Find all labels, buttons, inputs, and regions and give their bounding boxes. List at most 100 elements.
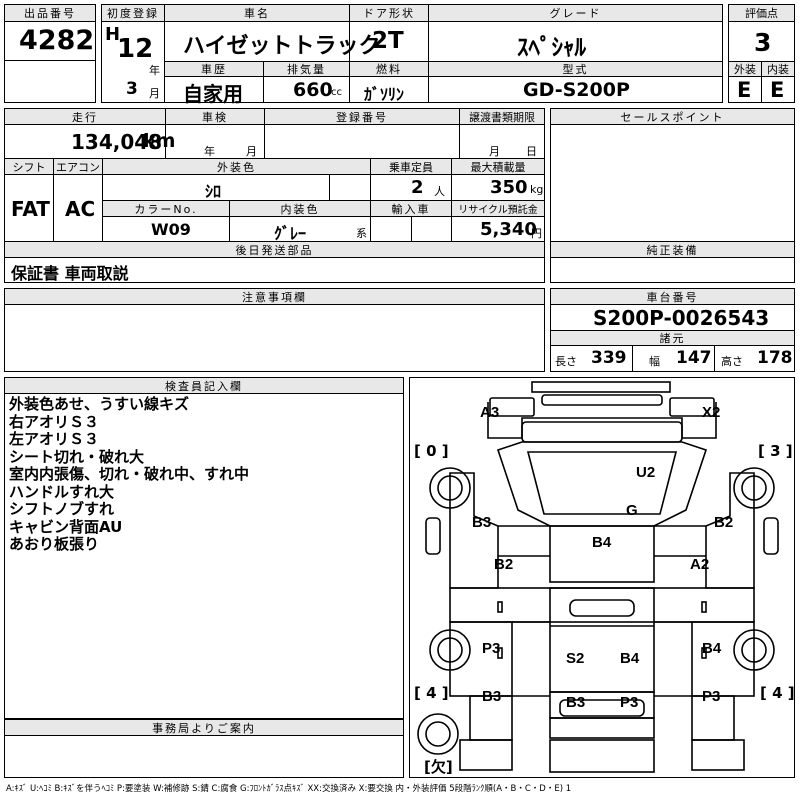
spare-tire-status: [欠] [424, 756, 453, 777]
exterior-label: 外装 [728, 61, 762, 77]
damage-mark: B2 [494, 556, 514, 573]
lot-number: 4282 [19, 25, 95, 56]
interior-label: 内装 [761, 61, 795, 77]
tailgate-outline [549, 717, 655, 739]
mileage-cell: 134,048 km [4, 124, 175, 159]
tire-rear-right-depth: [ 4 ] [760, 684, 795, 702]
height-cell: 高さ 178 [714, 345, 795, 372]
truck-diagram [417, 381, 779, 773]
recycle-cell: 5,340 円 [451, 216, 545, 242]
front-left-lamp-outline [489, 397, 535, 417]
front-right-lamp-outline [669, 397, 715, 417]
sales-point-cell [550, 124, 795, 242]
damage-mark: G [626, 502, 638, 519]
damage-mark: U2 [636, 464, 656, 481]
reg-year: 12 [117, 34, 154, 64]
lot-cell: 4282 [4, 21, 96, 61]
body-color-extra-cell [329, 174, 371, 201]
tire-front-left-depth: [ 0 ] [414, 442, 449, 460]
damage-mark: X2 [702, 404, 721, 421]
shift-value: FAT [11, 197, 50, 221]
car-name-cell: ハイゼットトラック [164, 21, 381, 62]
note-line: シート切れ・破れ大 [9, 447, 145, 466]
caution-label: 注意事項欄 [4, 288, 545, 305]
history-label: 車歴 [164, 61, 264, 77]
fuel-label: 燃料 [349, 61, 429, 77]
max-load-unit: kg [530, 183, 544, 196]
inspector-notes: 外装色あせ、うすい線キズ 右アオリＳ３ 左アオリＳ３ シート切れ・破れ大 室内内… [4, 393, 404, 719]
note-line: 外装色あせ、うすい線キズ [9, 395, 190, 413]
front-panel-outline [521, 421, 683, 443]
era: H [105, 24, 121, 45]
grade-cell: ｽﾍﾟｼｬﾙ [428, 21, 723, 62]
later-parts-label: 後日発送部品 [4, 241, 545, 258]
damage-mark: B3 [566, 694, 586, 711]
body-color-value: ｼﾛ [205, 182, 222, 201]
damage-mark: B4 [592, 534, 612, 551]
transfer-day-unit: 日 [526, 145, 537, 158]
car-name-label: 車名 [164, 4, 350, 22]
import-label: 輸入車 [370, 200, 452, 217]
shift-cell: FAT [4, 174, 54, 242]
inspection-month-unit: 月 [246, 145, 257, 158]
damage-mark: B2 [714, 514, 734, 531]
interior-color-cell: ｸﾞﾚｰ 系 [229, 216, 371, 243]
height-label: 高さ [721, 355, 743, 368]
height-value: 178 [757, 348, 793, 368]
score-value: 3 [754, 28, 772, 57]
damage-mark: A3 [480, 404, 500, 421]
recycle-value: 5,340 [480, 219, 537, 240]
length-cell: 長さ 339 [550, 345, 633, 372]
rear-window-outline [569, 599, 635, 617]
office-notice-cell [4, 735, 404, 778]
note-line: キャビン背面AU [9, 517, 123, 536]
recycle-label: リサイクル預託金 [451, 200, 545, 217]
front-grille-outline [541, 394, 663, 406]
factory-equipment-label: 純正装備 [550, 241, 795, 258]
inspection-year-unit: 年 [204, 145, 215, 158]
reg-number-label: 登録番号 [264, 108, 460, 125]
fuel-value: ｶﾞｿﾘﾝ [364, 85, 405, 104]
damage-mark: P3 [620, 694, 639, 711]
left-mirror [425, 517, 441, 555]
max-load-cell: 350 kg [451, 174, 545, 201]
grade-label: グレード [428, 4, 723, 22]
exterior-grade: E [737, 78, 752, 102]
note-line: ハンドルすれ大 [9, 482, 115, 501]
displacement-cell: 660 cc [263, 76, 350, 103]
dimensions-label: 諸元 [550, 330, 795, 346]
color-no-value: W09 [151, 220, 191, 239]
width-cell: 幅 147 [632, 345, 715, 372]
left-rear-corner-outline [459, 739, 513, 771]
model-value: GD-S200P [523, 79, 630, 101]
color-no-cell: W09 [102, 216, 230, 242]
bed-front-outline [449, 587, 755, 623]
history-cell: 自家用 [164, 76, 264, 106]
model-cell: GD-S200P [428, 76, 723, 103]
damage-mark: P3 [482, 640, 501, 657]
note-line: 左アオリＳ３ [9, 430, 100, 448]
spare-tire [417, 713, 459, 755]
note-line: あおり板張り [9, 535, 100, 553]
width-value: 147 [676, 348, 712, 368]
transfer-deadline-label: 譲渡書類期限 [459, 108, 545, 125]
chassis-cell: S200P-0026543 [550, 304, 795, 331]
displacement-value: 660 [293, 79, 333, 101]
ac-value: AC [65, 197, 96, 221]
later-parts-value: 保証書 車両取説 [11, 264, 129, 283]
length-label: 長さ [555, 355, 577, 368]
factory-equipment-cell [550, 257, 795, 283]
mileage-value: 134,048 [71, 130, 163, 154]
displacement-label: 排気量 [263, 61, 350, 77]
bed-floor-outline [549, 587, 655, 693]
max-load-value: 350 [490, 177, 528, 198]
tire-rear-right [733, 629, 775, 671]
reg-month: 3 [126, 79, 138, 99]
office-notice-label: 事務局よりご案内 [4, 719, 404, 736]
transfer-deadline-cell: 月 日 [459, 124, 545, 159]
model-label: 型式 [428, 61, 723, 77]
damage-mark: A2 [690, 556, 710, 573]
reg-number-cell [264, 124, 460, 159]
damage-mark: B3 [472, 514, 492, 531]
recycle-unit: 円 [531, 227, 542, 240]
